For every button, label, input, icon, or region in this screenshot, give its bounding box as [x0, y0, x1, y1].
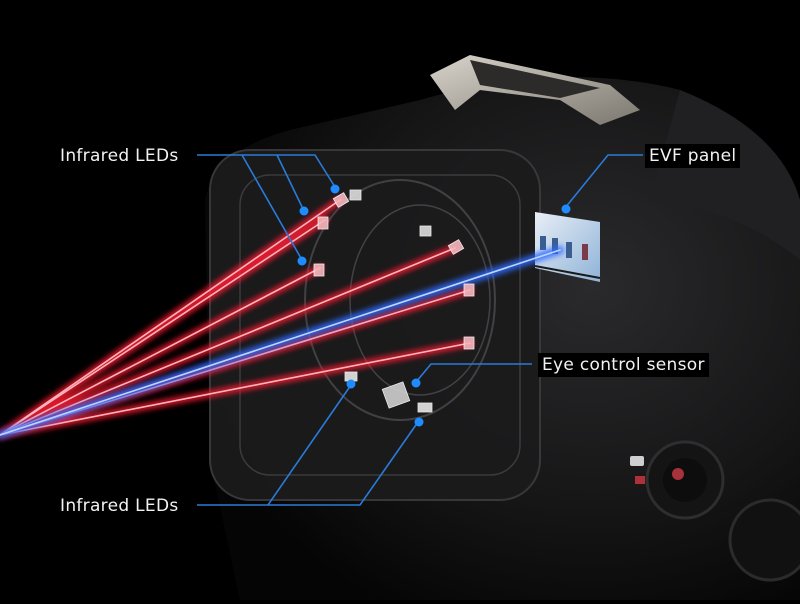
camera-body [205, 55, 800, 601]
label-eye-control-sensor: Eye control sensor [538, 353, 709, 377]
label-infrared-leds-bottom: Infrared LEDs [56, 494, 183, 518]
led-chips [313, 189, 475, 413]
evf-panel [534, 212, 601, 282]
callout-dots [297, 184, 571, 427]
callout-lines [197, 154, 643, 506]
label-infrared-leds-top: Infrared LEDs [56, 144, 183, 168]
infrared-beams [0, 196, 564, 439]
label-evf-panel: EVF panel [645, 144, 741, 168]
eye-control-sensor-chip [381, 381, 411, 409]
